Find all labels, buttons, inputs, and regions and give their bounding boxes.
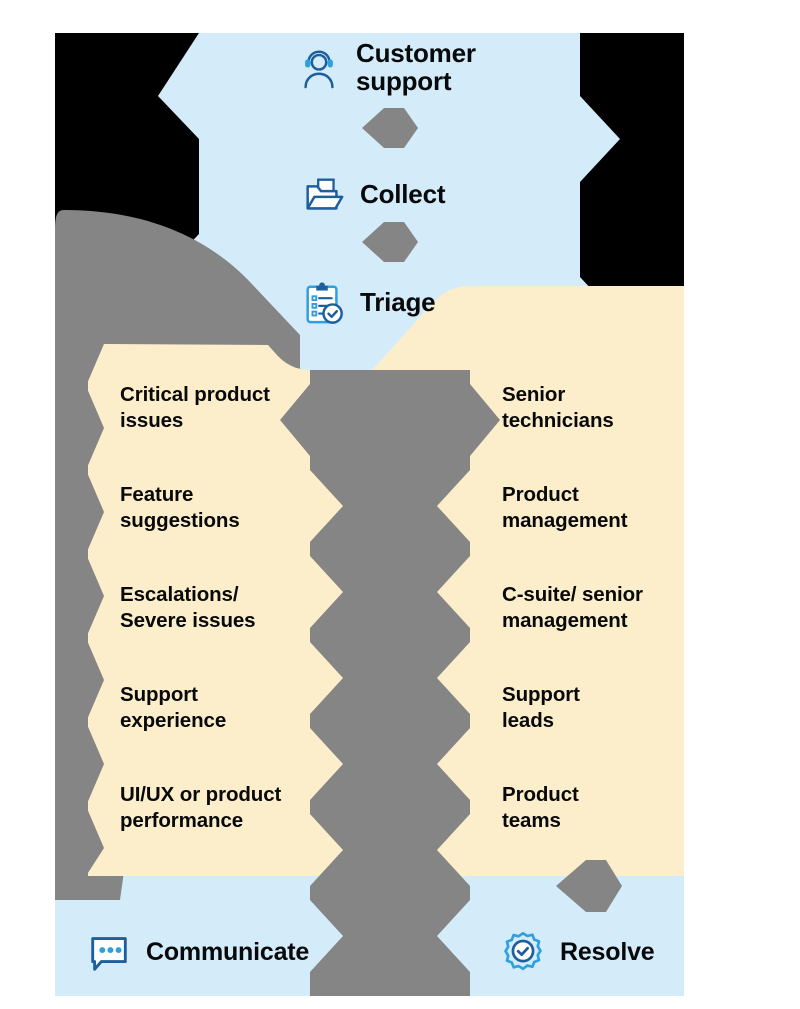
list-item[interactable]: Support leads (502, 683, 580, 733)
stage-customer-support[interactable]: Customer support (296, 38, 476, 96)
stage-collect[interactable]: Collect (300, 172, 445, 218)
list-item[interactable]: Product teams (502, 783, 579, 833)
list-item[interactable]: Product management (502, 483, 628, 533)
cream-left-scallop-edge (55, 344, 104, 876)
speech-bubble-icon (91, 937, 127, 971)
stage-label-triage: Triage (360, 287, 436, 318)
gear-check-icon (504, 931, 542, 971)
list-item[interactable]: Critical product issues (120, 383, 270, 433)
list-item[interactable]: Feature suggestions (120, 483, 240, 533)
headset-agent-icon (304, 50, 334, 88)
stage-label-customer-support: Customer support (356, 38, 476, 96)
stage-communicate[interactable]: Communicate (86, 929, 309, 975)
list-item[interactable]: Escalations/ Severe issues (120, 583, 256, 633)
stage-label-resolve: Resolve (560, 937, 655, 966)
collect-folder-icon (306, 178, 344, 210)
stage-resolve[interactable]: Resolve (500, 929, 655, 975)
list-item[interactable]: UI/UX or product performance (120, 783, 282, 833)
stage-label-collect: Collect (360, 179, 446, 210)
connector-collect-to-triage (362, 222, 418, 262)
owner-column: Senior technicians Product management C-… (502, 382, 717, 882)
issue-type-column: Critical product issues Feature suggesti… (120, 382, 335, 882)
list-item[interactable]: Support experience (120, 683, 227, 733)
list-item[interactable]: Senior technicians (502, 383, 614, 433)
connector-resolve-diamond (556, 860, 622, 912)
list-item[interactable]: C-suite/ senior management (502, 583, 643, 633)
connector-customer-support-to-collect (362, 108, 418, 148)
stage-triage[interactable]: Triage (300, 280, 436, 326)
stage-label-communicate: Communicate (146, 937, 310, 966)
clipboard-checklist-icon (306, 282, 343, 324)
gray-center-column (280, 370, 500, 996)
